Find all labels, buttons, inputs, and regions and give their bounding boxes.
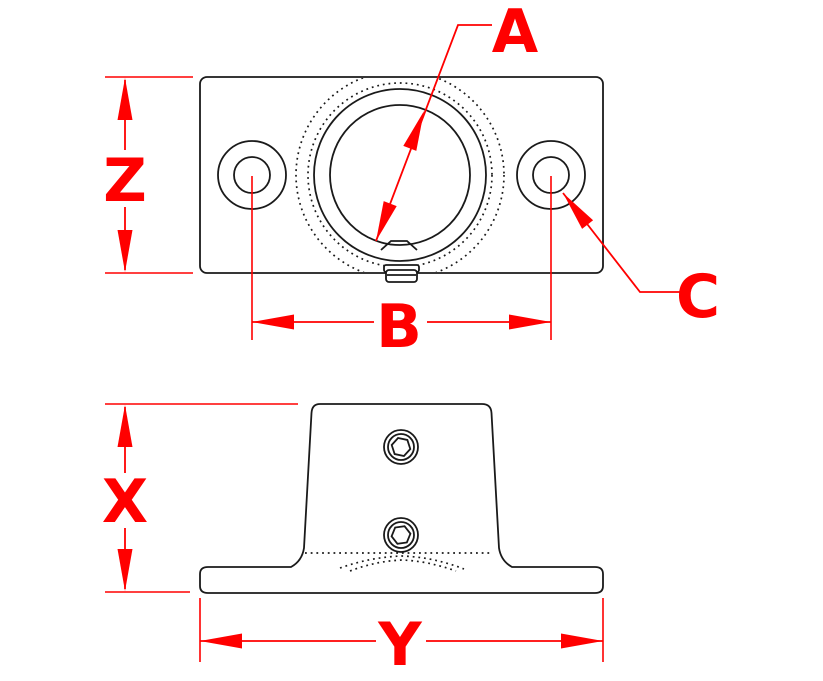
arrowhead-lower-icon — [376, 201, 397, 241]
top-view — [199, 76, 604, 283]
socket-bore-circle — [329, 104, 471, 246]
socket-outer-circle — [313, 88, 487, 262]
dimension-label-y: Y — [377, 610, 423, 680]
a-leader-line — [375, 24, 492, 242]
hex-socket-icon — [390, 525, 412, 545]
hidden-dome-line-inner — [349, 559, 457, 572]
arrowhead-up-icon — [117, 78, 133, 120]
dimension-y: Y — [199, 598, 604, 680]
dimension-label-z: Z — [103, 146, 147, 216]
set-screw-tip-profile — [380, 240, 418, 251]
set-screw-side-profile — [383, 264, 420, 283]
arrowhead-down-icon — [117, 549, 133, 591]
dimension-x: X — [102, 403, 298, 593]
dimension-z: Z — [103, 76, 193, 274]
arrowhead-right-icon — [509, 314, 551, 330]
leader-a: A — [375, 0, 539, 242]
dimension-label-b: B — [376, 292, 422, 362]
arrowhead-down-icon — [117, 230, 133, 272]
dimension-label-a: A — [492, 0, 539, 67]
leader-c: C — [562, 192, 720, 332]
set-screw-upper — [383, 429, 419, 465]
body-and-base-outline — [199, 403, 604, 594]
arrowhead-icon — [563, 193, 594, 229]
hidden-boss-circle-outer — [295, 78, 505, 272]
c-leader-line — [562, 192, 680, 293]
arrowhead-left-icon — [200, 633, 242, 649]
arrowhead-up-icon — [117, 405, 133, 447]
set-screw-lower — [383, 517, 419, 553]
arrowhead-right-icon — [561, 633, 603, 649]
hex-socket-icon — [390, 436, 412, 458]
dimension-label-x: X — [102, 467, 148, 537]
arrowhead-left-icon — [252, 314, 294, 330]
arrowhead-upper-icon — [403, 111, 424, 151]
dimension-b: B — [251, 176, 552, 362]
front-view — [199, 403, 604, 594]
hidden-dome-line-outer — [339, 555, 465, 570]
dimension-label-c: C — [676, 262, 720, 332]
